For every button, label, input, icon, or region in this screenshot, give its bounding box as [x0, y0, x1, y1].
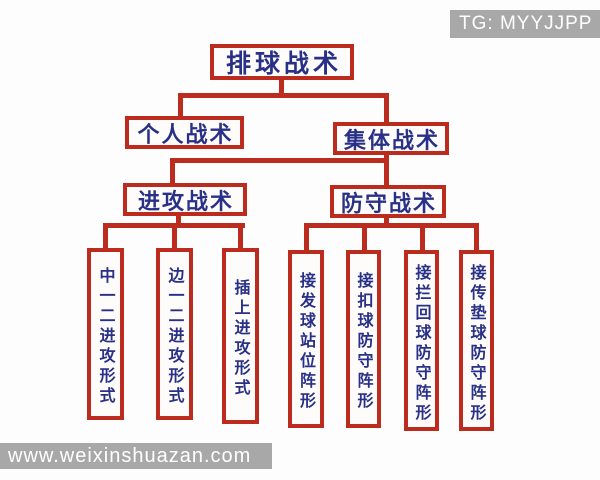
connector-defense-feed [384, 218, 389, 227]
connector-offense-drop-1 [103, 223, 108, 250]
node-defense: 防守战术 [330, 185, 446, 218]
node-personal: 个人战术 [125, 116, 244, 149]
watermark-bottom-left: www.weixinshuazan.com [0, 443, 272, 469]
connector-offense-feed [176, 216, 181, 227]
connector-level2-drop-personal [178, 93, 183, 118]
node-collective: 集体战术 [333, 122, 449, 155]
leaf-defense-block-cover: 接拦回球防守阵形 [404, 250, 439, 431]
connector-collective-drop [384, 155, 389, 187]
leaf-defense-spike-receive: 接扣球防守阵形 [346, 250, 381, 428]
node-root: 排球战术 [210, 44, 354, 80]
connector-offense-drop-2 [172, 223, 177, 250]
watermark-top-right: TG: MYYJJPP [450, 10, 600, 38]
connector-defense-drop-2 [362, 223, 367, 252]
leaf-offense-side-1-2: 边一二进攻形式 [156, 248, 193, 420]
connector-defense-drop-4 [474, 223, 479, 252]
connector-level2-bar [178, 93, 389, 98]
connector-root-drop [279, 80, 284, 95]
connector-defense-drop-1 [304, 223, 309, 252]
connector-offense-drop-3 [238, 223, 243, 250]
connector-level3-drop-offense [170, 158, 175, 185]
leaf-offense-center-1-2: 中一二进攻形式 [87, 248, 124, 420]
connector-level3-bar [170, 158, 389, 163]
connector-level2-drop-collective [384, 93, 389, 124]
connector-defense-bar [304, 223, 479, 228]
leaf-defense-serve-receive: 接发球站位阵形 [288, 250, 324, 428]
node-offense: 进攻战术 [123, 183, 247, 216]
leaf-defense-pass-dig: 接传垫球防守阵形 [459, 250, 494, 431]
connector-defense-drop-3 [420, 223, 425, 252]
leaf-offense-insert: 插上进攻形式 [222, 248, 259, 424]
